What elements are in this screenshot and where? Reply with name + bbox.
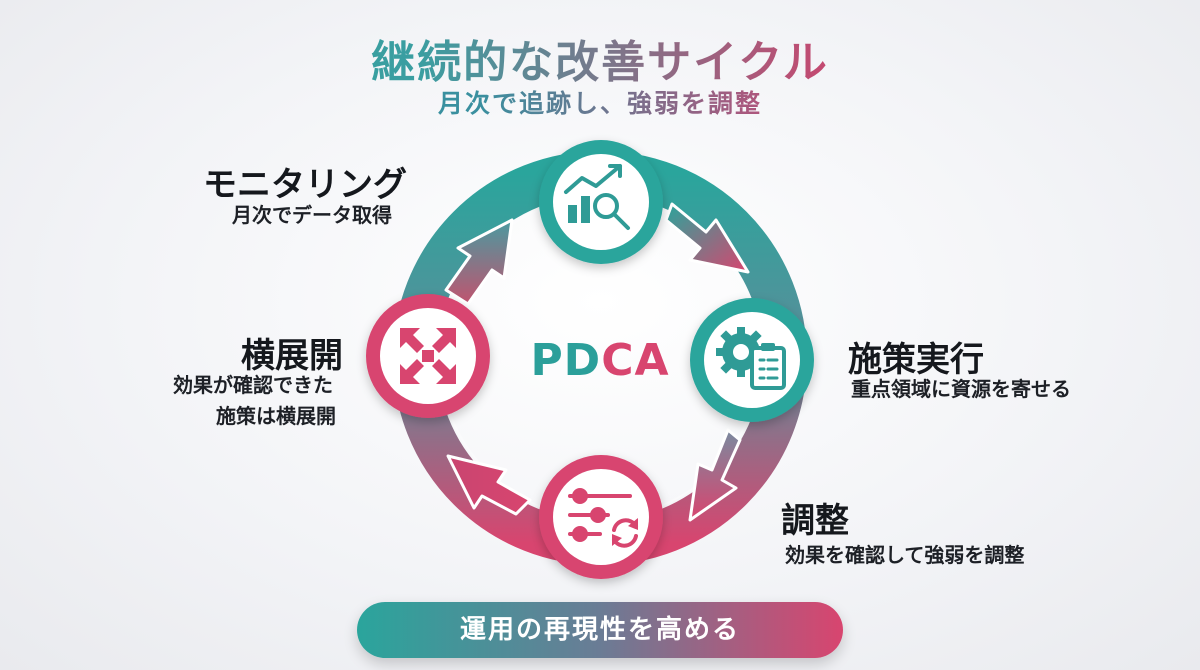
stage-title-expand: 横展開 <box>241 336 343 376</box>
page-subtitle: 月次で追跡し、強弱を調整 <box>0 84 1200 120</box>
arrow-bottom-right <box>688 428 742 522</box>
stage-desc-execute: 重点領域に資源を寄せる <box>851 377 1071 401</box>
chart-magnifier-icon <box>564 164 630 230</box>
arrow-top-left <box>444 218 514 306</box>
stage-title-adjust: 調整 <box>781 501 849 541</box>
arrow-top-right <box>664 202 750 274</box>
pdca-center-label: PDCA <box>500 335 700 386</box>
stage-desc-monitoring: 月次でデータ取得 <box>232 203 392 227</box>
stage-desc-expand-1: 効果が確認できた <box>173 373 333 397</box>
footer-banner: 運用の再現性を高める <box>357 602 843 658</box>
sliders-refresh-icon <box>568 488 638 548</box>
expand-arrows-icon <box>400 328 456 384</box>
stage-title-monitoring: モニタリング <box>203 165 407 205</box>
stage-desc-adjust: 効果を確認して強弱を調整 <box>785 543 1025 567</box>
arrow-bottom-left <box>446 454 532 516</box>
stage-desc-expand-2: 施策は横展開 <box>216 404 336 428</box>
page-title: 継続的な改善サイクル <box>0 26 1200 90</box>
node-monitoring[interactable] <box>539 140 663 264</box>
gear-clipboard-icon <box>716 327 786 390</box>
pdca-label-ca: CA <box>601 335 670 386</box>
pdca-label-pd: PD <box>530 335 602 386</box>
stage-title-execute: 施策実行 <box>848 340 984 380</box>
